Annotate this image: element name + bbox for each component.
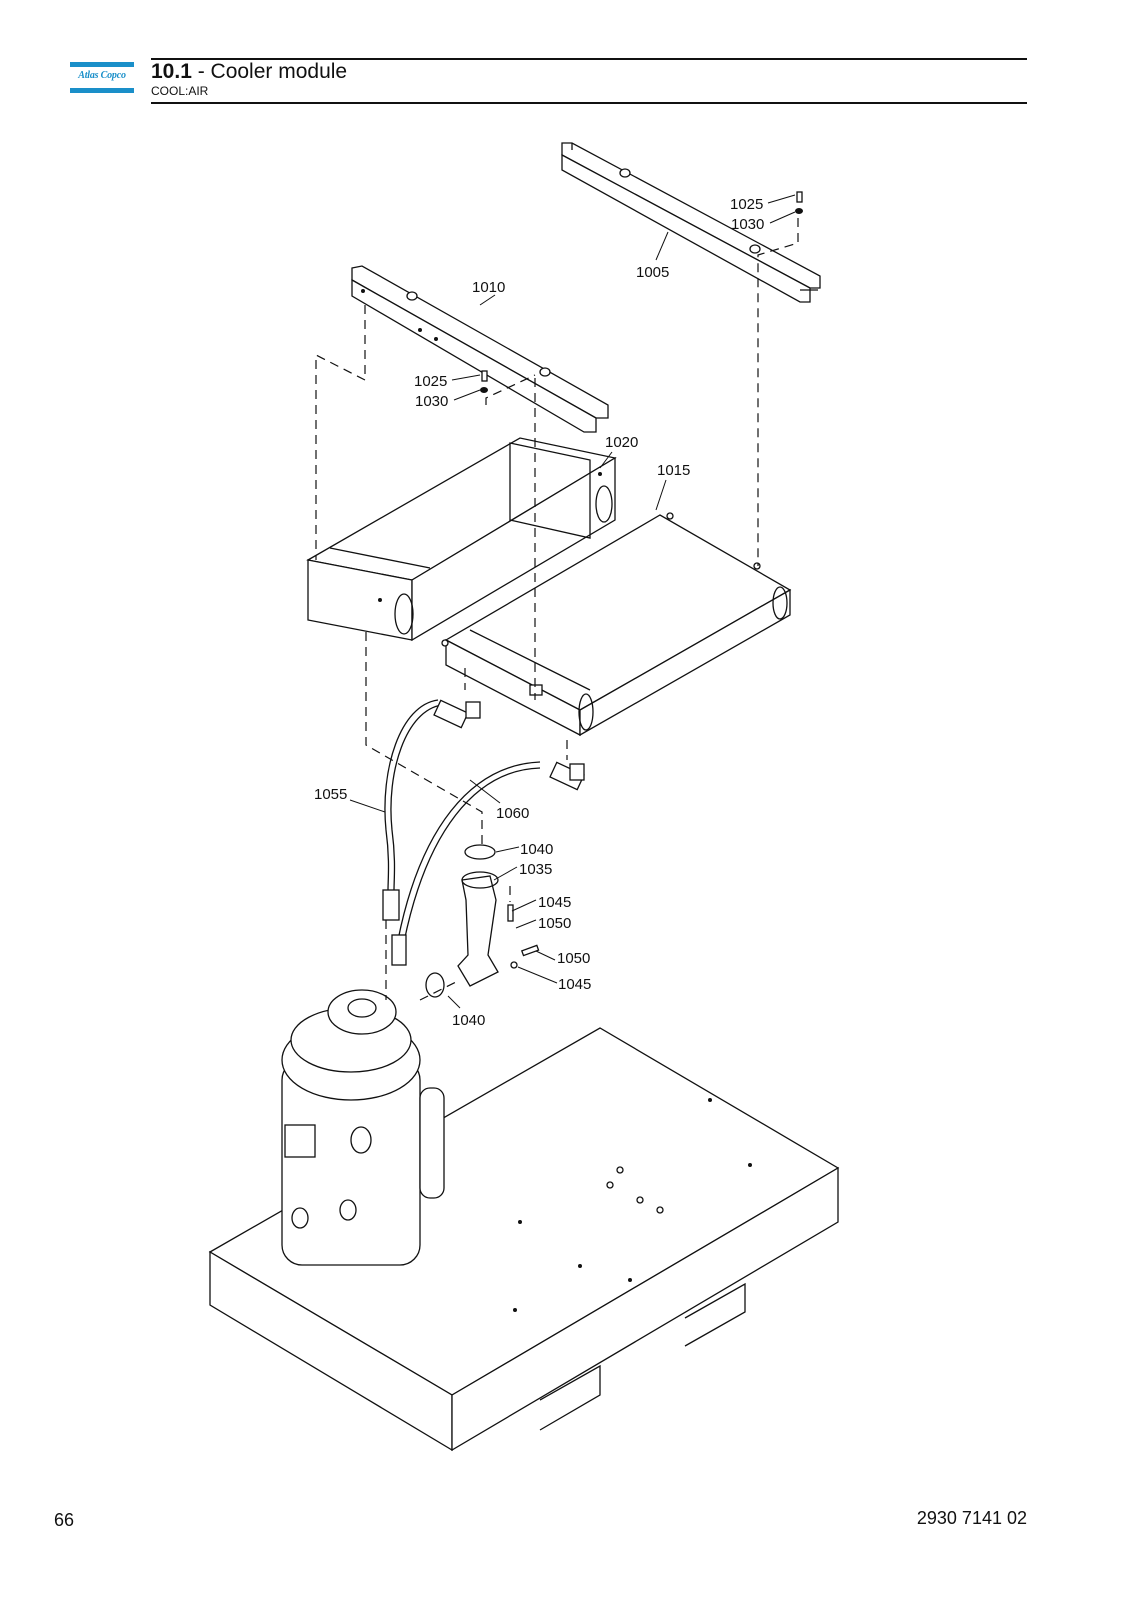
callout-label: 1040 <box>452 1012 485 1029</box>
callout-label: 1050 <box>557 950 590 967</box>
callout-label: 1005 <box>636 264 669 281</box>
callout-label: 1045 <box>538 894 571 911</box>
callout-label: 1060 <box>496 805 529 822</box>
atlas-copco-logo: Atlas Copco <box>70 62 134 95</box>
fasteners <box>480 191 803 393</box>
hose-1060 <box>397 761 541 943</box>
header-rule-top <box>151 58 1027 60</box>
callout-label: 1050 <box>538 915 571 932</box>
compressor-unit <box>281 989 445 1266</box>
leader-lines <box>349 194 796 1009</box>
base-frame <box>208 1027 840 1452</box>
cooler-1020 <box>306 437 617 642</box>
callout-label: 1025 <box>730 196 763 213</box>
callout-label: 1040 <box>520 841 553 858</box>
section-title: - Cooler module <box>191 60 348 83</box>
pipe-1035 <box>425 844 540 998</box>
logo-bar-top <box>70 62 134 67</box>
bracket-1005 <box>561 142 821 303</box>
page-title: 10.1 - Cooler module <box>151 59 347 84</box>
callout-labels: 1025 1030 1005 1010 1025 1030 1020 1015 … <box>314 196 764 1029</box>
assembly-dashed-lines <box>315 218 799 1001</box>
callout-label: 1025 <box>414 373 447 390</box>
page-subtitle: COOL:AIR <box>151 84 209 98</box>
header-rule-bottom <box>151 102 1027 104</box>
cooler-1015 <box>441 512 792 737</box>
callout-label: 1030 <box>731 216 764 233</box>
hose-1055 <box>384 699 443 891</box>
document-number: 2930 7141 02 <box>916 1508 1027 1528</box>
callout-label: 1020 <box>605 434 638 451</box>
callout-label: 1015 <box>657 462 690 479</box>
callout-label: 1045 <box>558 976 591 993</box>
elbow-fittings <box>382 699 585 966</box>
callout-label: 1035 <box>519 861 552 878</box>
callout-label: 1055 <box>314 786 347 803</box>
callout-label: 1010 <box>472 279 505 296</box>
logo-text: Atlas Copco <box>78 70 126 81</box>
page-number: 66 <box>54 1510 75 1530</box>
section-number: 10.1 <box>151 60 192 83</box>
callout-label: 1030 <box>415 393 448 410</box>
logo-bar-bottom <box>70 88 134 93</box>
